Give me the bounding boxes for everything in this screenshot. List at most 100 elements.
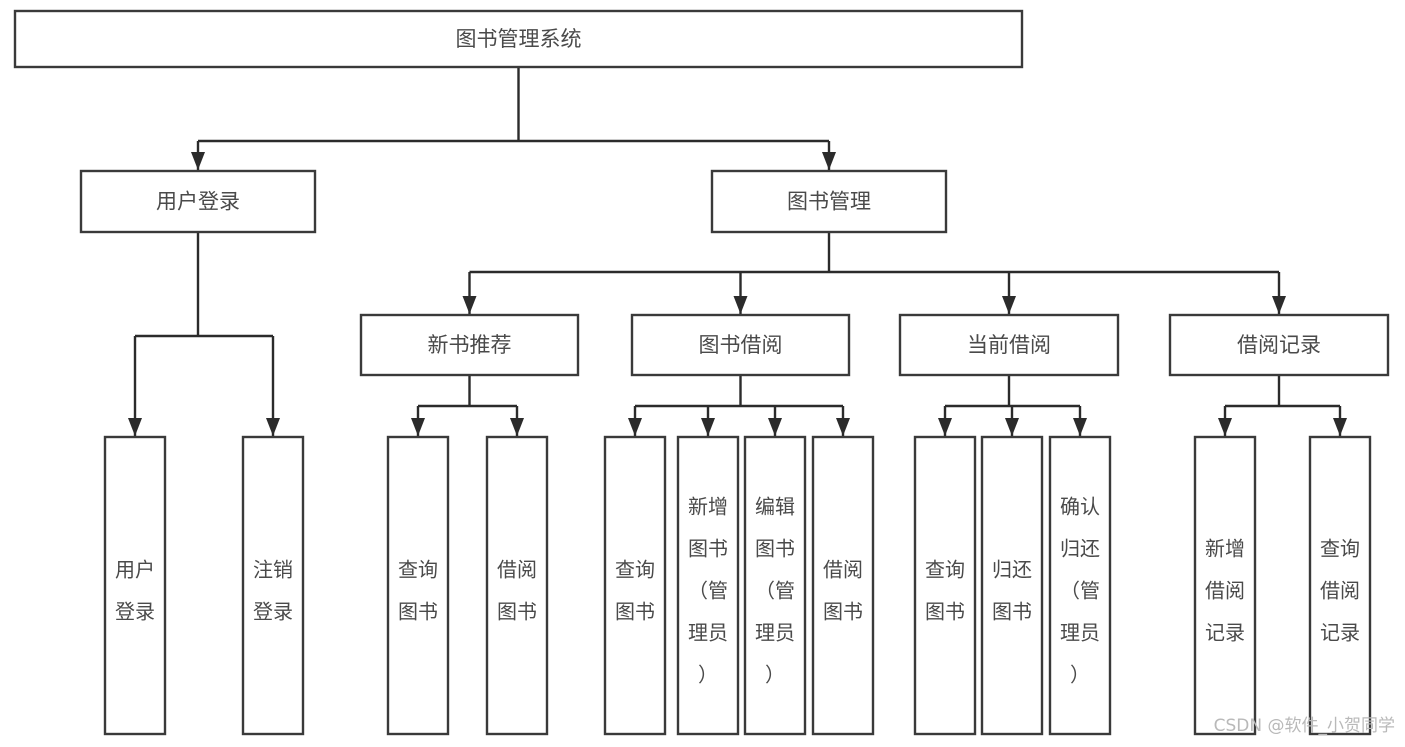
node-label: 图书 <box>688 536 728 560</box>
node-label: 新增 <box>1205 536 1245 560</box>
node-box <box>980 435 1044 736</box>
node-label: 新增 <box>688 494 728 518</box>
arrow-head-icon <box>768 418 782 436</box>
node-box <box>13 9 1024 69</box>
node-label: 借阅 <box>823 557 863 581</box>
arrow-head-icon <box>1073 418 1087 436</box>
arrow-head-icon <box>128 418 142 436</box>
node-label: 借阅 <box>1205 578 1245 602</box>
node-label: 图书 <box>992 599 1032 623</box>
arrow-head-icon <box>1333 418 1347 436</box>
arrow-head-icon <box>191 152 205 170</box>
arrow-head-icon <box>462 296 477 314</box>
node-label: 用户 <box>115 557 155 581</box>
node-label: （管 <box>688 578 728 602</box>
node-label: 登录 <box>253 599 293 623</box>
node-label: 用户登录 <box>156 190 240 214</box>
node-label: 图书 <box>755 536 795 560</box>
arrow-head-icon <box>938 418 952 436</box>
node-label: 归还 <box>1060 536 1100 560</box>
node-box <box>743 435 807 736</box>
node-label: 图书 <box>398 599 438 623</box>
arrow-head-icon <box>510 418 524 436</box>
arrow-head-icon <box>1272 296 1286 314</box>
node-box <box>485 435 549 736</box>
node-leaf-用户登录[interactable]: 用户登录 <box>103 435 167 736</box>
arrow-head-icon <box>836 418 850 436</box>
node-box <box>1193 435 1257 736</box>
node-label: 理员 <box>1060 620 1100 644</box>
node-label: 图书 <box>925 599 965 623</box>
node-label: 图书 <box>615 599 655 623</box>
arrow-head-icon <box>1002 296 1016 314</box>
node-label: 确认 <box>1060 494 1100 518</box>
node-box <box>898 313 1120 377</box>
node-box <box>913 435 977 736</box>
node-box <box>241 435 305 736</box>
node-level1-用户登录[interactable]: 用户登录 <box>79 169 317 234</box>
node-label: 记录 <box>1205 620 1245 644</box>
node-label: 借阅记录 <box>1237 333 1321 357</box>
node-label: 理员 <box>688 620 728 644</box>
node-label: 借阅 <box>497 557 537 581</box>
node-label: 图书管理系统 <box>456 27 582 51</box>
node-label: （管 <box>1060 578 1100 602</box>
arrow-head-icon <box>1218 418 1232 436</box>
node-label: 当前借阅 <box>967 333 1051 357</box>
node-box <box>79 169 317 234</box>
node-root-图书管理系统[interactable]: 图书管理系统 <box>13 9 1024 69</box>
node-label: 登录 <box>115 599 155 623</box>
watermark-label: CSDN @软件_小贺同学 <box>1214 716 1395 736</box>
node-label: ） <box>765 662 785 686</box>
node-box <box>811 435 875 736</box>
node-level2-新书推荐[interactable]: 新书推荐 <box>359 313 580 377</box>
node-level1-图书管理[interactable]: 图书管理 <box>710 169 948 234</box>
node-label: 归还 <box>992 557 1032 581</box>
node-box <box>386 435 450 736</box>
node-label: 图书 <box>497 599 537 623</box>
arrow-head-icon <box>1005 418 1019 436</box>
node-label: 查询 <box>398 557 438 581</box>
node-level2-当前借阅[interactable]: 当前借阅 <box>898 313 1120 377</box>
node-label: （管 <box>755 578 795 602</box>
node-label: 新书推荐 <box>428 333 512 357</box>
arrow-head-icon <box>822 152 836 170</box>
node-box <box>359 313 580 377</box>
node-label: 记录 <box>1320 620 1360 644</box>
node-level2-借阅记录[interactable]: 借阅记录 <box>1168 313 1390 377</box>
node-label: 注销 <box>253 557 293 581</box>
node-layer: 图书管理系统用户登录图书管理新书推荐图书借阅当前借阅借阅记录用户登录注销登录查询… <box>13 9 1390 736</box>
arrow-head-icon <box>733 296 748 314</box>
node-box <box>103 435 167 736</box>
node-box <box>1308 435 1372 736</box>
arrow-head-icon <box>411 418 425 436</box>
node-label: 图书管理 <box>787 190 871 214</box>
node-label: 图书借阅 <box>699 333 783 357</box>
node-label: 查询 <box>925 557 965 581</box>
arrow-head-icon <box>628 418 642 436</box>
node-box <box>630 313 851 377</box>
node-box <box>603 435 667 736</box>
node-level2-图书借阅[interactable]: 图书借阅 <box>630 313 851 377</box>
node-label: 理员 <box>755 620 795 644</box>
node-label: 查询 <box>1320 536 1360 560</box>
node-label: 查询 <box>615 557 655 581</box>
node-box <box>1168 313 1390 377</box>
node-label: 图书 <box>823 599 863 623</box>
connector-layer <box>128 67 1347 436</box>
node-box <box>710 169 948 234</box>
